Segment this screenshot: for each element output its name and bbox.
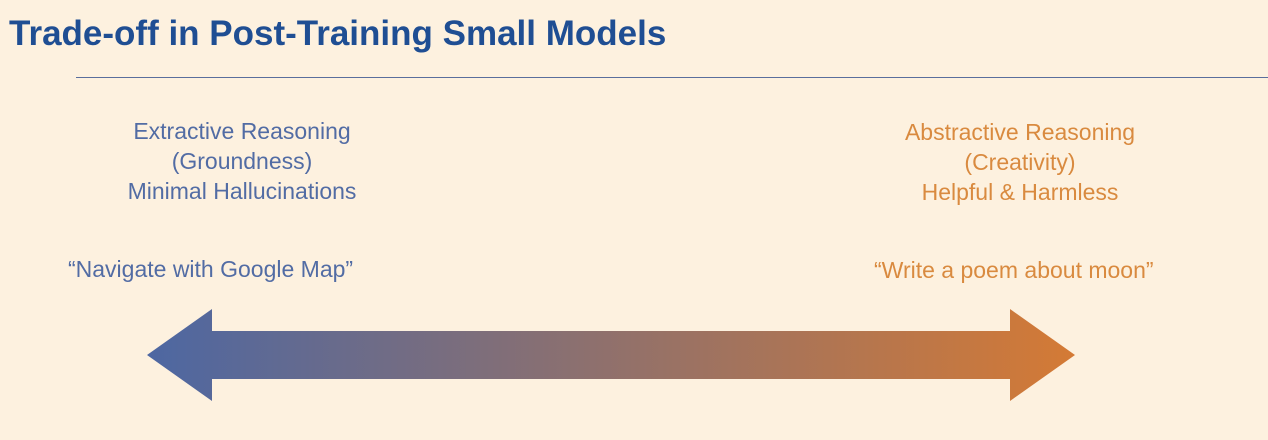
helpful-harmless-label: Helpful & Harmless <box>921 179 1119 205</box>
abstractive-reasoning-label: Abstractive Reasoning <box>904 119 1136 145</box>
groundness-label: (Groundness) <box>171 148 313 174</box>
extractive-reasoning-label: Extractive Reasoning <box>133 118 351 144</box>
double-arrow-shape <box>147 309 1075 401</box>
extractive-example-quote: “Navigate with Google Map” <box>68 256 354 282</box>
extractive-reasoning-block: Extractive Reasoning (Groundness) Minima… <box>64 116 420 206</box>
slide-title: Trade-off in Post-Training Small Models <box>9 14 667 53</box>
creativity-label: (Creativity) <box>964 149 1076 175</box>
abstractive-reasoning-block: Abstractive Reasoning (Creativity) Helpf… <box>840 117 1200 207</box>
title-divider <box>76 77 1268 78</box>
abstractive-example-quote: “Write a poem about moon” <box>874 257 1154 283</box>
minimal-hallucinations-label: Minimal Hallucinations <box>127 178 357 204</box>
